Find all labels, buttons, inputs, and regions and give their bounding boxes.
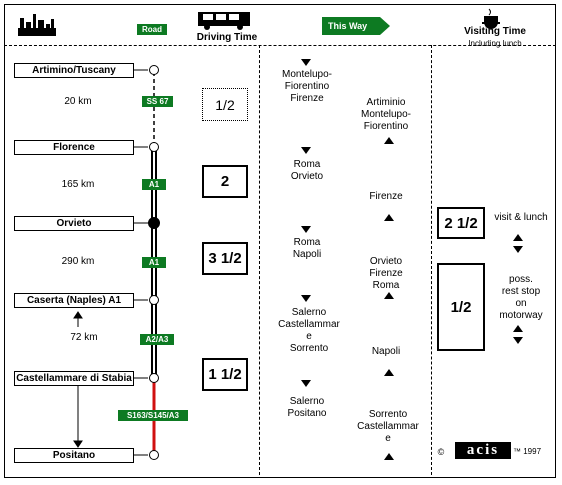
place-castellammare: Castellammare di Stabia <box>14 371 134 386</box>
copyright-symbol: © <box>437 447 445 457</box>
place-artimino: Artimino/Tuscany <box>14 63 134 78</box>
road-header-label: Road <box>137 24 167 35</box>
arrow-down-icon <box>301 226 311 233</box>
distance-label: 20 km <box>64 96 92 107</box>
driving-time-box: 1 1/2 <box>202 358 248 391</box>
road-badge: A1 <box>142 257 166 268</box>
driving-time-header: Driving Time <box>196 32 258 43</box>
skyline-icon <box>18 14 56 36</box>
visiting-note: poss. rest stop on motorway <box>499 274 543 321</box>
direction-down-text: Montelupo- Fiorentino Firenze <box>281 69 333 104</box>
route-node <box>149 450 159 460</box>
direction-up-text: Artiminio Montelupo- Fiorentino <box>360 97 412 132</box>
side-arrows <box>73 311 83 448</box>
diagram-frame <box>4 4 556 478</box>
coffee-cup-icon <box>482 8 500 29</box>
place-caserta: Caserta (Naples) A1 <box>14 293 134 308</box>
driving-time-box: 1/2 <box>202 88 248 121</box>
arrow-up-icon <box>384 453 394 460</box>
arrow-up-icon <box>384 292 394 299</box>
direction-up-text: Orvieto Firenze Roma <box>369 256 403 291</box>
route-node <box>149 65 159 75</box>
direction-up-text: Sorrento Castellammar e <box>357 409 419 444</box>
arrow-up-icon <box>384 214 394 221</box>
column-divider-1 <box>259 45 260 475</box>
road-badge: SS 67 <box>142 96 173 107</box>
route-node-stop <box>148 217 160 229</box>
car-icon <box>198 12 250 30</box>
place-connectors <box>134 69 148 456</box>
route-node <box>149 142 159 152</box>
arrow-down-icon <box>513 337 523 344</box>
visiting-time-header: Visiting Time <box>464 26 526 37</box>
distance-label: 165 km <box>61 179 95 190</box>
visiting-time-box: 2 1/2 <box>437 207 485 239</box>
route-node <box>149 373 159 383</box>
place-orvieto: Orvieto <box>14 216 134 231</box>
arrow-down-icon <box>513 246 523 253</box>
place-florence: Florence <box>14 140 134 155</box>
arrow-up-icon <box>384 369 394 376</box>
arrow-down-icon <box>301 295 311 302</box>
arrow-up-icon <box>513 234 523 241</box>
arrow-down-icon <box>301 380 311 387</box>
column-divider-2 <box>431 45 432 475</box>
this-way-sign: This Way <box>322 17 390 35</box>
arrow-up-icon <box>513 325 523 332</box>
visiting-time-box: 1/2 <box>437 263 485 351</box>
direction-down-text: Salerno Positano <box>287 396 327 419</box>
direction-down-text: Roma Napoli <box>292 237 322 260</box>
place-positano: Positano <box>14 448 134 463</box>
direction-down-text: Salerno Castellammar e Sorrento <box>278 307 340 354</box>
trademark-year: ™ 1997 <box>513 447 542 456</box>
road-badge: A2/A3 <box>140 334 174 345</box>
direction-up-text: Napoli <box>371 346 401 357</box>
route-node <box>149 295 159 305</box>
driving-time-box: 3 1/2 <box>202 242 248 275</box>
direction-up-text: Firenze <box>369 191 403 202</box>
arrow-down-icon <box>301 59 311 66</box>
road-badge: A1 <box>142 179 166 190</box>
visiting-note: visit & lunch <box>494 212 548 223</box>
arrow-down-icon <box>301 147 311 154</box>
header-divider <box>4 45 556 46</box>
distance-label: 72 km <box>70 332 98 343</box>
acis-logo: acis <box>455 442 511 459</box>
distance-label: 290 km <box>61 256 95 267</box>
including-lunch-note: Including lunch <box>468 39 522 48</box>
direction-down-text: Roma Orvieto <box>290 159 324 182</box>
road-badge: S163/S145/A3 <box>118 410 188 421</box>
arrow-up-icon <box>384 137 394 144</box>
driving-time-box: 2 <box>202 165 248 198</box>
